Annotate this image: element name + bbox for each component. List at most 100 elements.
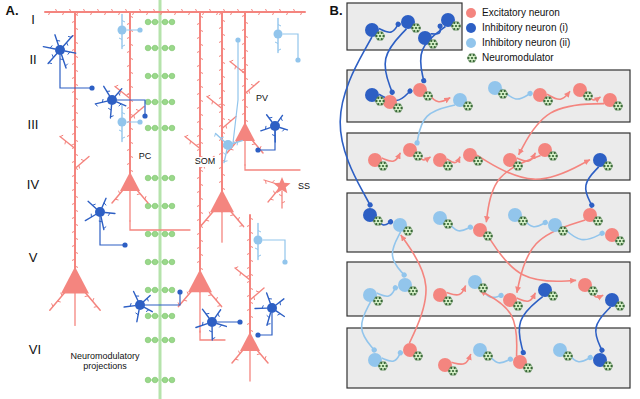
dendritic-spines [185,135,199,145]
varicosity-dot [162,287,168,293]
varicosity-dot [169,175,175,181]
synaptic-terminal [235,37,240,42]
neuromodulator-dot [519,308,521,310]
neuromodulator-dot [415,158,417,160]
neuromodulator-dot [489,352,491,354]
neuromodulator-dot [455,370,457,372]
interneuron-dendrite [101,217,104,230]
dendritic-spines [50,45,52,48]
neuromodulator-dot [380,168,382,170]
neuromodulator-dot [447,300,449,302]
neuromodulator-symbol [448,367,458,375]
neuromodulator-dot [415,27,417,29]
neuromodulator-dot [525,220,527,222]
neuromodulator-symbol [451,22,461,30]
neuromodulator-dot [513,165,515,167]
neuromodulator-dot [615,240,617,242]
neuromodulator-dot [570,355,572,357]
synaptic-terminal [122,242,127,247]
neuromodulator-dot [397,107,399,109]
interneuron-dendrite [257,245,258,260]
stellate-soma [273,177,290,193]
dendritic-spines [265,126,267,129]
varicosity-dot [162,99,168,105]
interneuron-dendrite [104,86,110,95]
dendritic-spines [278,25,281,27]
neuromodulator-dot [595,223,597,225]
neuromodulator-dot [467,105,469,107]
legend-swatch [466,38,476,48]
neuromodulator-dot [471,56,473,58]
neuromodulator-dot [548,295,550,297]
neuromodulator-dot [554,158,556,160]
neuromodulator-dot [405,233,407,235]
neuromodulator-dot [415,152,417,154]
neuromodulator-dot [417,355,419,357]
interneuron-soma [135,300,145,310]
neuromodulator-dot [617,105,619,107]
neuromodulator-dot [415,290,417,292]
neuromodulator-dot [567,355,569,357]
neuromodulator-symbol [548,292,558,300]
interneuron-soma [223,140,233,150]
varicosity-dot [145,337,151,343]
neuromodulator-hex [593,217,603,225]
neuromodulator-dot [419,358,421,360]
varicosity-dot [145,99,151,105]
synaptic-connection [417,105,455,143]
neuromodulator-hex [615,302,625,310]
varicosity-dot [169,259,175,265]
basal-dendrite [112,190,123,203]
dendritic-spines [230,60,244,70]
dendritic-spines [247,218,253,332]
neuromodulator-dot [395,104,397,106]
varicosity-dot [152,99,158,105]
legend-row: Neuromodulator [466,50,570,65]
interneuron-dendrite [196,324,207,328]
neuromodulator-dot [524,223,526,225]
dendritic-spines [267,315,271,324]
varicosity-dot [152,231,158,237]
neuromodulator-symbol [593,217,603,225]
varicosity-dot [152,125,158,131]
varicosity-dot [162,19,168,25]
neuromodulator-dot [457,28,459,30]
varicosity-dot [145,287,151,293]
neuromodulator-dot [381,103,383,105]
neuromodulator-dot [585,98,587,100]
interneuron-dendrite [102,198,106,207]
legend-row: Inhibitory neuron (i) [466,20,570,35]
neuromodulator-dot [485,358,487,360]
neuromodulator-symbol [428,40,438,48]
neuromodulator-dot [469,59,471,61]
neuromodulator-dot [617,308,619,310]
neuromodulator-dot [454,367,456,369]
pyramidal-soma [235,122,255,141]
neuromodulator-dot [603,165,605,167]
neuromodulator-dot [594,287,596,289]
panel-letter: B. [329,4,344,18]
interneuron-dendrite [217,323,227,326]
neuromodulator-dot [449,220,451,222]
neuromodulator-dot [555,295,557,297]
interneuron-soma [95,207,105,217]
neuromodulator-dot [607,165,609,167]
neuromodulator-dot [583,95,585,97]
neuromodulator-dot [465,102,467,104]
interneuron-dendrite [215,310,221,318]
dendritic-spines [254,291,259,300]
dendritic-spines [119,104,122,106]
neuromodulator-dot [520,165,522,167]
neuromodulator-dot [550,298,552,300]
neuromodulator-symbol [443,162,453,170]
varicosity-dot [169,337,175,343]
synaptic-connection [379,24,398,32]
label-anchor: PC [138,152,153,162]
dendritic-spines [49,9,303,15]
neuromodulator-dot [489,232,491,234]
neuromodulator-dot [413,355,415,357]
neuromodulator-symbol [393,104,403,112]
neuromodulator-dot [504,96,506,98]
neuromodulator-dot [410,230,412,232]
